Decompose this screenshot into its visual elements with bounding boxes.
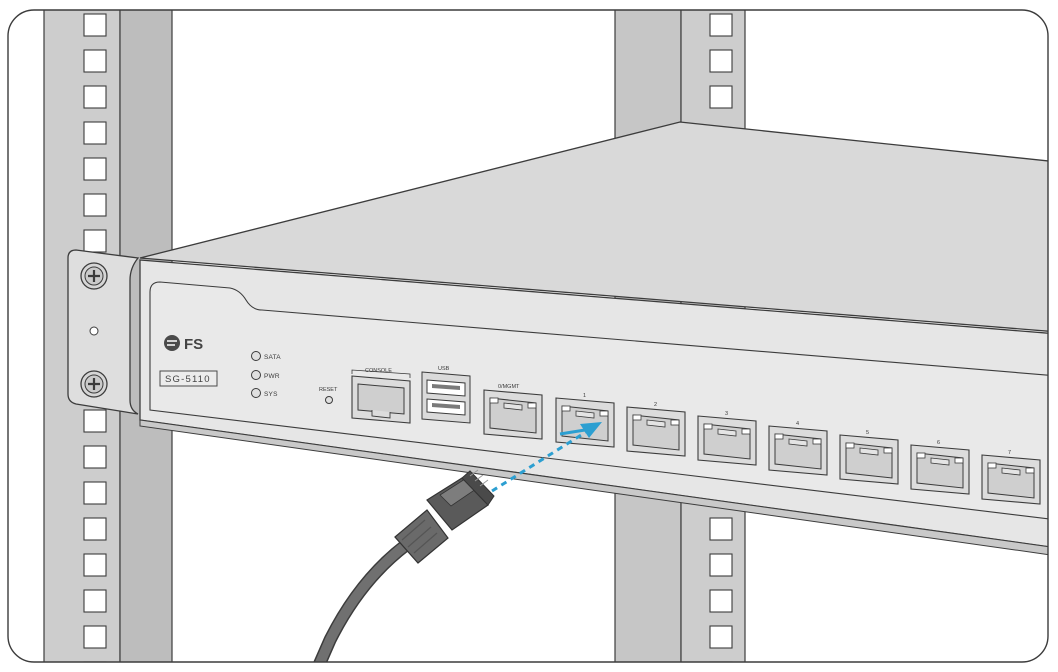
ethernet-ports: [483, 389, 1041, 505]
ear-screw-top: [80, 262, 108, 290]
ear-hole: [89, 326, 99, 336]
reset-button[interactable]: RESET: [319, 387, 338, 404]
rack-ear: [67, 249, 140, 415]
usb-label: USB: [438, 366, 450, 372]
led-label-sys: SYS: [264, 391, 278, 398]
port-label-4: 4: [796, 421, 799, 427]
rack-hole: [709, 553, 733, 577]
rack-hole: [83, 121, 107, 145]
model-text: SG-5110: [165, 374, 211, 385]
rack-hole: [83, 517, 107, 541]
rack-hole: [709, 625, 733, 649]
brand-text: FS: [184, 336, 203, 353]
rack-hole: [83, 553, 107, 577]
ear-screw-bottom: [80, 370, 108, 398]
usb-ports[interactable]: USB: [421, 366, 471, 424]
rack-hole: [83, 445, 107, 469]
rack-hole: [83, 193, 107, 217]
console-label: CONSOLE: [365, 368, 392, 374]
port-6[interactable]: [910, 444, 970, 495]
front-bezel: [149, 281, 1048, 521]
port-7[interactable]: [981, 454, 1041, 505]
port-label-5: 5: [866, 430, 869, 436]
rack-hole: [709, 589, 733, 613]
fs-logo: FS: [164, 335, 203, 353]
port-label-1: 1: [583, 393, 586, 399]
led-group: SATA PWR SYS: [251, 351, 281, 398]
port-5[interactable]: [839, 434, 899, 485]
reset-label: RESET: [319, 387, 338, 393]
model-plate: SG-5110: [159, 370, 218, 387]
port-label-7: 7: [1008, 450, 1011, 456]
rack-hole: [83, 625, 107, 649]
rack-hole: [709, 13, 733, 37]
rack-hole: [709, 517, 733, 541]
led-label-pwr: PWR: [264, 373, 280, 380]
console-port[interactable]: CONSOLE: [351, 368, 411, 424]
port-label-2: 2: [654, 402, 657, 408]
port-1[interactable]: [555, 397, 615, 448]
rack-hole: [709, 85, 733, 109]
frame-border: [7, 9, 1049, 663]
rack-hole: [709, 49, 733, 73]
rack-hole: [83, 481, 107, 505]
port-label-3: 3: [725, 411, 728, 417]
port-mgmt[interactable]: [483, 389, 543, 440]
rack-hole: [83, 229, 107, 253]
rack-hole: [83, 661, 107, 662]
rack-hole: [709, 661, 733, 662]
led-label-sata: SATA: [264, 354, 281, 361]
mgmt-label: 0/MGMT: [498, 384, 520, 390]
rack-holes-right: [709, 13, 733, 662]
rack-hole: [83, 13, 107, 37]
port-4[interactable]: [768, 425, 828, 476]
rack-hole: [83, 409, 107, 433]
dashed-arrow-icon: [491, 422, 602, 493]
rack-hole: [83, 49, 107, 73]
port-label-6: 6: [937, 440, 940, 446]
device-top: [139, 121, 1048, 333]
port-3[interactable]: [697, 415, 757, 466]
rack-hole: [83, 589, 107, 613]
rj45-cable-icon: [309, 469, 495, 662]
rack-hole: [83, 85, 107, 109]
port-2[interactable]: [626, 406, 686, 457]
rack-hole: [83, 157, 107, 181]
